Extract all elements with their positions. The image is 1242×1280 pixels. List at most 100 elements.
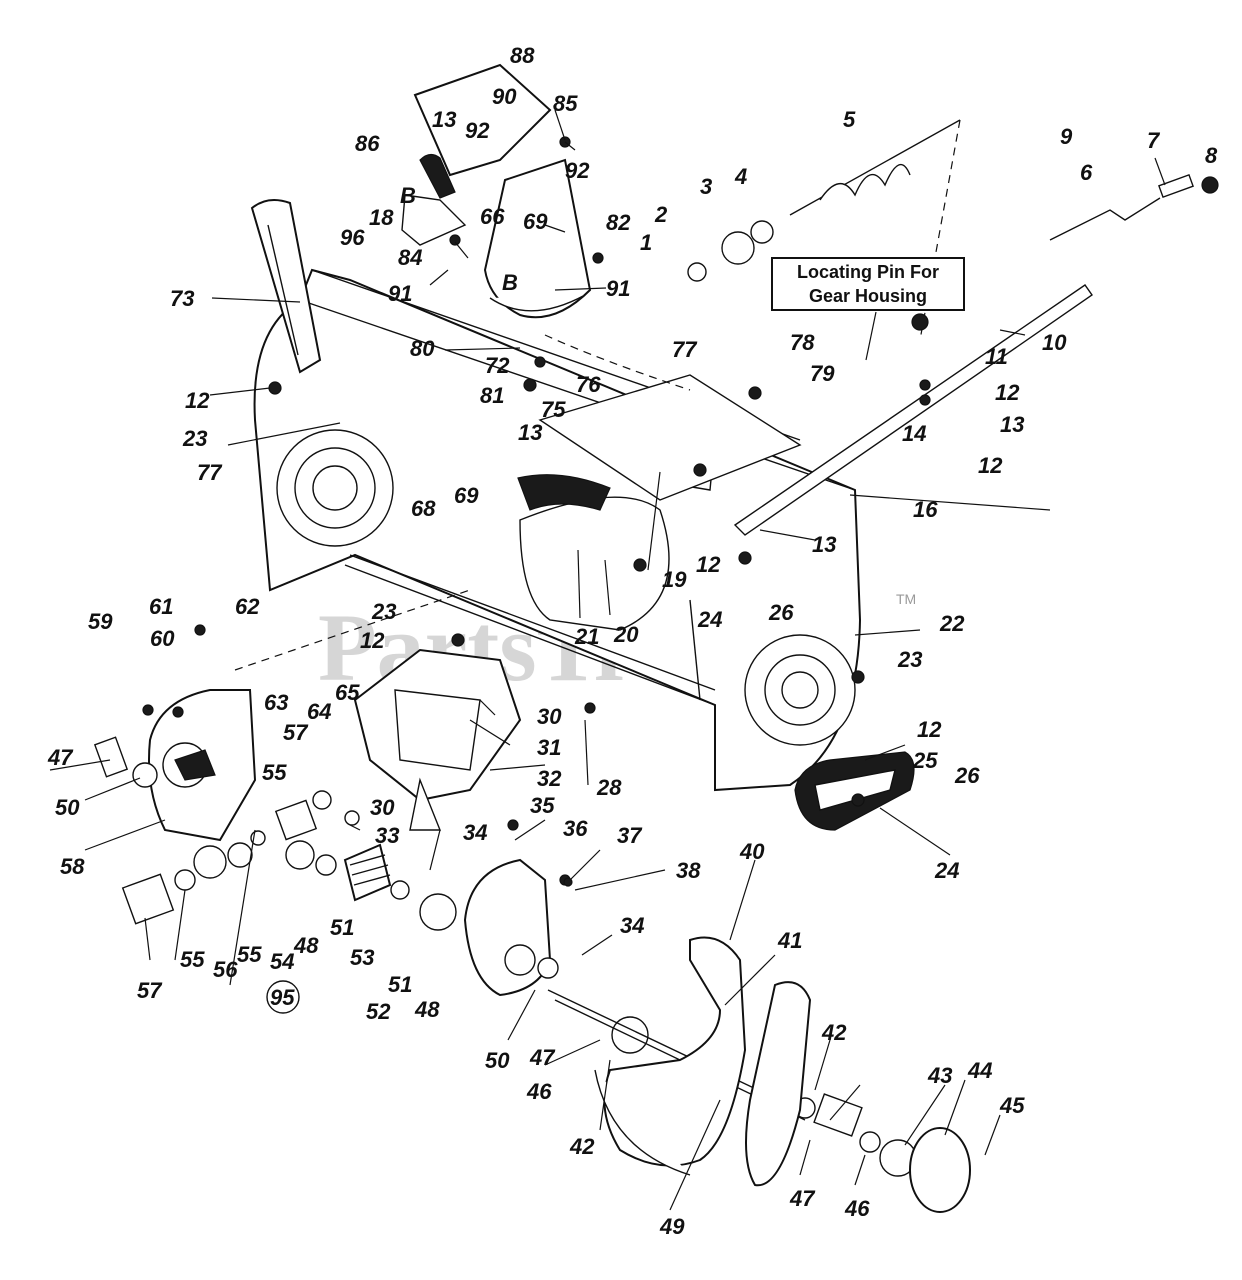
label-62: 62	[235, 594, 260, 619]
label-82: 82	[606, 210, 631, 235]
label-61: 61	[149, 594, 173, 619]
label-11: 11	[985, 344, 1008, 369]
watermark-trademark: TM	[896, 591, 916, 607]
label-55-right: 55	[237, 942, 262, 967]
label-B-upper: B	[400, 183, 416, 208]
label-40: 40	[739, 839, 765, 864]
label-22: 22	[939, 611, 965, 636]
label-12-handle-2: 12	[978, 453, 1003, 478]
label-34-upper: 34	[463, 820, 487, 845]
label-59: 59	[88, 609, 113, 634]
label-73: 73	[170, 286, 194, 311]
label-31: 31	[537, 735, 561, 760]
brace-arm	[250, 198, 322, 374]
label-50-upper: 50	[55, 795, 80, 820]
label-76: 76	[576, 372, 601, 397]
label-79: 79	[810, 361, 835, 386]
label-12-chute: 12	[696, 552, 721, 577]
label-91-left: 91	[388, 281, 412, 306]
gear-housing-right	[463, 858, 552, 997]
label-26-right: 26	[954, 763, 980, 788]
label-47-mid: 47	[529, 1045, 556, 1070]
label-48-upper: 48	[293, 933, 319, 958]
chute-deflector-assembly	[401, 63, 592, 319]
label-47-upper: 47	[47, 745, 74, 770]
label-91-right: 91	[606, 276, 630, 301]
label-69-mid: 69	[454, 483, 479, 508]
locating-pin-callout: Locating Pin For Gear Housing	[771, 257, 965, 361]
label-77-top: 77	[672, 337, 698, 362]
label-60: 60	[150, 626, 175, 651]
label-35: 35	[530, 793, 555, 818]
label-24-upper: 24	[697, 607, 722, 632]
label-12-right: 12	[917, 717, 942, 742]
auger-spiral	[687, 119, 961, 282]
label-1: 1	[640, 230, 652, 255]
label-28: 28	[596, 775, 622, 800]
label-2: 2	[654, 202, 668, 227]
label-80: 80	[410, 336, 435, 361]
label-36: 36	[563, 816, 588, 841]
label-47-lower: 47	[789, 1186, 816, 1211]
callout-line-2: Gear Housing	[809, 286, 927, 306]
auger-assembly	[547, 936, 812, 1187]
label-46-left: 46	[526, 1079, 552, 1104]
label-66: 66	[480, 204, 505, 229]
label-53: 53	[350, 945, 374, 970]
label-18: 18	[369, 205, 394, 230]
label-55-upper: 55	[262, 760, 287, 785]
leader-lines	[49, 109, 1166, 1211]
label-95-circle	[266, 980, 300, 1014]
worm-gear	[343, 843, 392, 902]
label-B-lower: B	[502, 270, 518, 295]
label-12-mid: 12	[360, 628, 385, 653]
label-81: 81	[480, 383, 504, 408]
label-57-upper: 57	[283, 720, 309, 745]
label-16: 16	[913, 497, 938, 522]
chute-opening	[538, 374, 802, 501]
label-84: 84	[398, 245, 422, 270]
label-55-left: 55	[180, 947, 205, 972]
label-24-right: 24	[934, 858, 959, 883]
label-85: 85	[553, 91, 578, 116]
label-68: 68	[411, 496, 436, 521]
label-49: 49	[659, 1214, 685, 1239]
label-13-handle: 13	[1000, 412, 1024, 437]
label-38: 38	[676, 858, 701, 883]
label-65: 65	[335, 680, 360, 705]
label-64: 64	[307, 699, 331, 724]
label-44: 44	[967, 1058, 992, 1083]
label-12-left: 12	[185, 388, 210, 413]
label-52: 52	[366, 999, 391, 1024]
label-13-mid: 13	[518, 420, 542, 445]
label-23-right: 23	[897, 647, 922, 672]
label-21: 21	[574, 624, 599, 649]
label-54: 54	[270, 949, 294, 974]
label-12-handle-1: 12	[995, 380, 1020, 405]
label-33: 33	[375, 823, 399, 848]
label-69-top: 69	[523, 209, 548, 234]
label-14: 14	[902, 421, 926, 446]
label-92-right: 92	[565, 158, 590, 183]
label-30-lower: 30	[370, 795, 395, 820]
label-78: 78	[790, 330, 815, 355]
label-42-right: 42	[821, 1020, 847, 1045]
auger-housing	[253, 268, 862, 792]
gear-housing-left	[148, 689, 257, 842]
fasteners	[142, 136, 931, 887]
label-50-lower: 50	[485, 1048, 510, 1073]
bearing-flange	[909, 1127, 971, 1213]
label-96: 96	[340, 225, 365, 250]
label-75: 75	[541, 397, 566, 422]
label-4: 4	[734, 164, 747, 189]
label-51-lower: 51	[388, 972, 412, 997]
label-9: 9	[1060, 124, 1073, 149]
label-72: 72	[485, 353, 510, 378]
label-41: 41	[777, 928, 802, 953]
label-6: 6	[1080, 160, 1093, 185]
label-3: 3	[700, 174, 712, 199]
label-48-lower: 48	[414, 997, 440, 1022]
label-46-right: 46	[844, 1196, 870, 1221]
label-10: 10	[1042, 330, 1067, 355]
